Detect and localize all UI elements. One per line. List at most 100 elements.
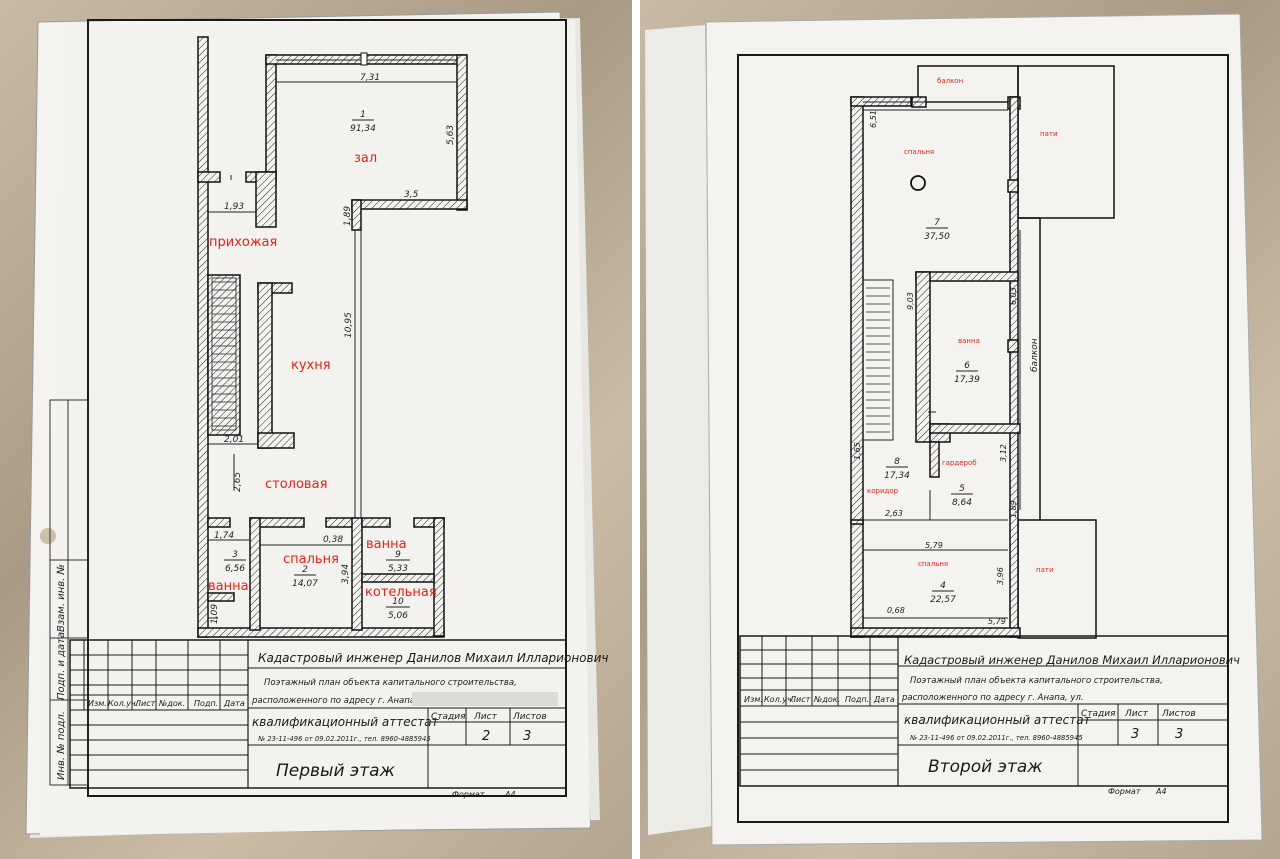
room-area-7: 37,50	[924, 232, 950, 242]
room-label-kotelnaya: котельная	[365, 585, 437, 600]
stamp-certno: № 23-11-496 от 09.02.2011г., тел. 8960-4…	[257, 735, 431, 743]
room-number-4: 4	[940, 581, 946, 591]
stamp-desc-2: расположенного по адресу г. Анапа, ул.	[251, 696, 434, 706]
stamp-list-value-2: 3	[1131, 727, 1139, 742]
side-podp: Подп. и дата	[56, 632, 67, 700]
format-value-2: А4	[1155, 787, 1167, 796]
room-number-7: 7	[934, 218, 940, 228]
dim-3-96: 3,96	[996, 567, 1005, 585]
dim-6-03: 6,03	[1009, 287, 1018, 305]
dim-1-93: 1,93	[224, 202, 244, 212]
sheet-title-first: Первый этаж	[276, 761, 396, 781]
col-podp-2: Подп.	[845, 695, 869, 704]
side-vzam: Взам. инв. №	[56, 564, 67, 632]
room-number-10: 10	[392, 597, 404, 607]
stamp-desc-1: Поэтажный план объекта капитального стро…	[264, 678, 517, 688]
stamp-cert: квалификационный аттестат	[252, 715, 440, 729]
room-label-stolovaya: столовая	[265, 477, 327, 492]
second-floor-plan	[850, 65, 1115, 639]
address-redaction	[412, 692, 558, 706]
dim-7-31: 7,31	[360, 73, 380, 83]
dim-2-01: 2,01	[224, 435, 244, 445]
dim-3-94: 3,94	[341, 564, 351, 584]
col-izm: Изм.	[88, 699, 107, 708]
room-area-3: 6,56	[225, 564, 245, 574]
room-label-koridor: коридор	[867, 487, 899, 495]
dim-2-63: 2,63	[885, 509, 903, 518]
room-area-8: 17,34	[884, 471, 910, 481]
stamp-lists-header-2: Листов	[1161, 709, 1196, 719]
col-list-2: Лист	[789, 695, 811, 704]
room-label-prihozhaya: прихожая	[209, 235, 277, 250]
col-list: Лист	[134, 699, 156, 708]
photo-separator	[632, 0, 640, 859]
room-area-6: 17,39	[954, 375, 980, 385]
room-label-balkon-top: балкон	[937, 77, 963, 85]
drawing-frame-2	[737, 54, 1229, 823]
stamp-stage-header: Стадия	[431, 712, 466, 722]
col-doc-2: №док.	[813, 695, 840, 704]
dim-3-12: 3,12	[999, 444, 1008, 462]
stamp-list-header-2: Лист	[1124, 709, 1149, 719]
stamp-desc-2-2: расположенного по адресу г. Анапа, ул.	[901, 693, 1084, 703]
stamp-certno-2: № 23-11-496 от 09.02.2011г., тел. 8960-4…	[909, 734, 1083, 742]
room-number-1: 1	[360, 110, 366, 120]
room-label-vanna-9: ванна	[366, 537, 407, 552]
stamp-engineer-2: Кадастровый инженер Данилов Михаил Иллар…	[904, 653, 1240, 667]
dim-10-95: 10,95	[344, 312, 354, 338]
dim-6-51: 6,51	[869, 110, 878, 128]
dim-2-65: 2,65	[233, 472, 243, 492]
room-label-zal: зал	[354, 151, 377, 166]
first-floor-plan	[197, 36, 468, 638]
dim-0-38: 0,38	[323, 535, 343, 545]
title-block	[69, 639, 567, 789]
room-number-8: 8	[894, 457, 900, 467]
stamp-lists-value-2: 3	[1175, 727, 1183, 742]
room-label-pati-bottom: пати	[1036, 566, 1054, 574]
dim-5-79-a: 5,79	[925, 541, 943, 550]
col-data-2: Дата	[873, 695, 895, 704]
room-area-2: 14,07	[292, 579, 318, 589]
punch-hole	[40, 528, 56, 544]
stamp-lists-value: 3	[523, 729, 531, 744]
col-doc: №док.	[158, 699, 185, 708]
dim-1-89: 1,89	[343, 206, 353, 226]
stamp-list-header: Лист	[473, 712, 498, 722]
col-izm-2: Изм.	[744, 695, 763, 704]
title-block-2	[739, 635, 1229, 787]
dim-1-65: 1,65	[853, 442, 862, 460]
sheet-title-second: Второй этаж	[928, 757, 1043, 777]
room-label-pati-top: пати	[1040, 130, 1058, 138]
stamp-engineer: Кадастровый инженер Данилов Михаил Иллар…	[258, 651, 608, 665]
stamp-list-value: 2	[482, 729, 490, 744]
dim-0-68: 0,68	[887, 606, 905, 615]
room-label-kuhnya: кухня	[291, 358, 331, 373]
stamp-cert-2: квалификационный аттестат	[904, 713, 1092, 727]
dim-1-09: 1,09	[210, 604, 220, 624]
room-number-5: 5	[959, 484, 965, 494]
room-area-1: 91,34	[350, 124, 376, 134]
stair-treads	[212, 281, 236, 427]
format-label-2: Формат	[1108, 787, 1141, 796]
col-kol: Кол.уч.	[108, 699, 138, 708]
col-data: Дата	[223, 699, 245, 708]
format-label: Формат	[452, 790, 485, 799]
col-kol-2: Кол.уч.	[764, 695, 794, 704]
dim-5-79-b: 5,79	[988, 617, 1006, 626]
stamp-lists-header: Листов	[512, 712, 547, 722]
dim-1-89-b: 1,89	[1009, 500, 1018, 518]
dim-9-03: 9,03	[906, 292, 915, 310]
room-label-spalnya-4: спальня	[918, 560, 948, 568]
dim-3-5: 3,5	[404, 190, 419, 200]
plan-thin-lines	[208, 52, 457, 619]
col-podp: Подп.	[194, 699, 218, 708]
side-inv: Инв. № подл.	[56, 711, 67, 780]
side-stamp	[49, 399, 89, 786]
stamp-stage-header-2: Стадия	[1081, 709, 1116, 719]
room-label-spalnya-7: спальня	[904, 148, 934, 156]
room-area-4: 22,57	[930, 595, 956, 605]
sheet-second-floor: балкон пати спальня ванна коридор гардер…	[645, 13, 1263, 846]
sheet-first-floor: Взам. инв. № Подп. и дата Инв. № подл.	[25, 11, 608, 838]
room-label-vanna-3: ванна	[208, 579, 249, 594]
